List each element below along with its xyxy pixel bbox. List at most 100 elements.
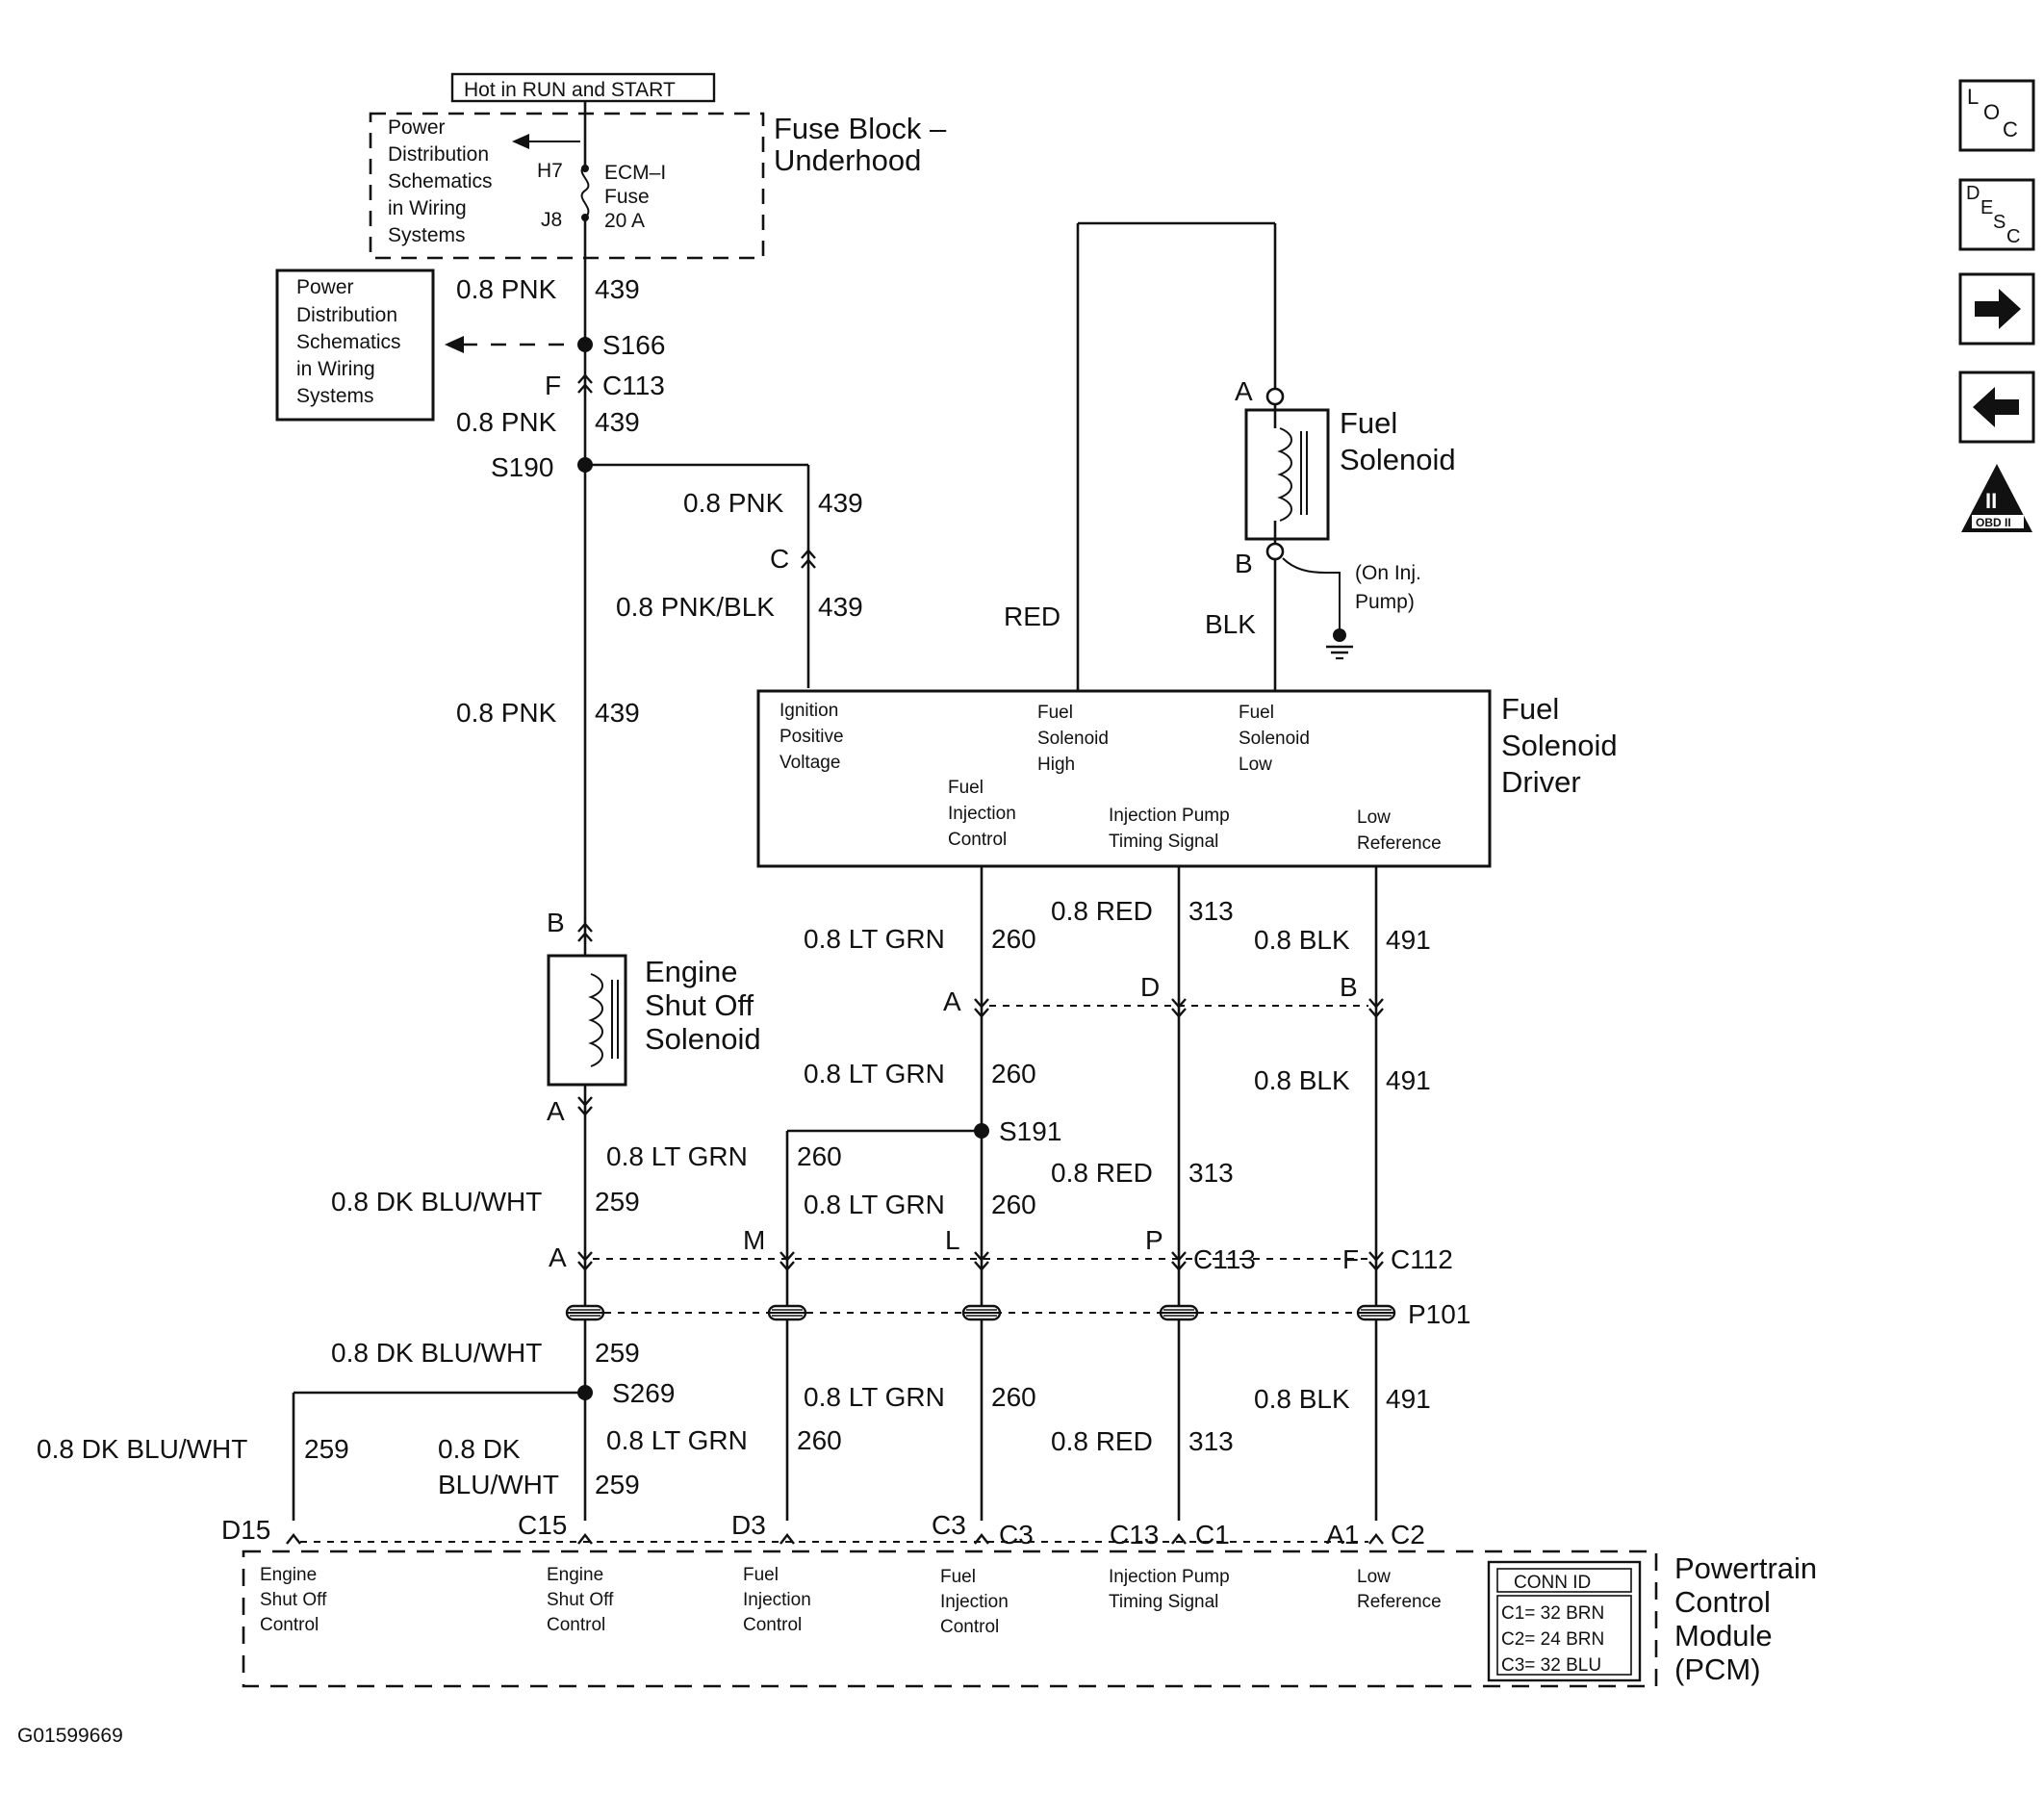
- svg-text:0.8 LT GRN: 0.8 LT GRN: [804, 924, 945, 954]
- svg-text:C13: C13: [1110, 1520, 1159, 1550]
- wire-label-red: RED: [1004, 602, 1060, 631]
- svg-text:20 A: 20 A: [604, 210, 645, 232]
- svg-text:Power: Power: [388, 116, 446, 139]
- svg-text:Shut Off: Shut Off: [547, 1590, 614, 1610]
- svg-text:S166: S166: [602, 330, 665, 360]
- svg-text:0.8 BLK: 0.8 BLK: [1254, 1065, 1350, 1095]
- svg-text:Injection: Injection: [743, 1590, 811, 1610]
- connector-f: F: [545, 371, 561, 400]
- svg-text:D15: D15: [221, 1515, 270, 1545]
- previous-page-button[interactable]: [1958, 371, 2035, 444]
- svg-text:C3= 32 BLU: C3= 32 BLU: [1501, 1655, 1601, 1676]
- svg-text:0.8 DK BLU/WHT: 0.8 DK BLU/WHT: [331, 1338, 542, 1368]
- svg-text:OBD II: OBD II: [1976, 516, 2011, 529]
- coil-icon: [588, 973, 603, 1067]
- svg-text:Reference: Reference: [1357, 833, 1442, 854]
- svg-text:C2= 24 BRN: C2= 24 BRN: [1501, 1629, 1604, 1650]
- svg-text:E: E: [1980, 197, 1993, 218]
- svg-text:Fuel: Fuel: [743, 1565, 779, 1585]
- connector-c: C: [770, 544, 789, 574]
- svg-text:Power: Power: [296, 276, 354, 298]
- svg-text:Engine: Engine: [547, 1565, 603, 1585]
- svg-text:Fuel: Fuel: [948, 778, 984, 798]
- connector-p101: P101: [1408, 1299, 1470, 1329]
- connector-c112: C112: [1391, 1244, 1453, 1274]
- svg-text:Fuel: Fuel: [940, 1567, 976, 1587]
- ground-icon: [1326, 628, 1353, 660]
- svg-text:Schematics: Schematics: [388, 170, 493, 192]
- svg-text:C15: C15: [518, 1510, 567, 1540]
- svg-text:0.8 PNK: 0.8 PNK: [456, 407, 557, 437]
- svg-text:260: 260: [991, 924, 1036, 954]
- svg-text:Driver: Driver: [1501, 765, 1581, 799]
- svg-text:in Wiring: in Wiring: [296, 358, 375, 380]
- circuit-439: 439: [595, 274, 640, 304]
- fuel-solenoid-pin-b: B: [1235, 549, 1253, 578]
- svg-text:Control: Control: [940, 1617, 999, 1637]
- svg-text:C1: C1: [1195, 1520, 1230, 1550]
- svg-text:0.8 LT GRN: 0.8 LT GRN: [606, 1141, 748, 1171]
- svg-text:C1= 32 BRN: C1= 32 BRN: [1501, 1603, 1604, 1624]
- svg-text:O: O: [1983, 100, 2000, 124]
- svg-text:Low: Low: [1357, 1567, 1391, 1587]
- svg-text:260: 260: [797, 1141, 842, 1171]
- power-distribution-box: Power Distribution Schematics in Wiring …: [275, 269, 435, 422]
- connector-b: B: [547, 908, 565, 937]
- svg-text:439: 439: [818, 488, 863, 518]
- svg-text:D: D: [1966, 183, 1980, 204]
- svg-text:A1: A1: [1326, 1520, 1359, 1550]
- svg-text:Positive: Positive: [779, 727, 844, 747]
- svg-text:S269: S269: [612, 1378, 675, 1408]
- description-button[interactable]: D E S C: [1958, 178, 2035, 251]
- svg-text:0.8 BLK: 0.8 BLK: [1254, 925, 1350, 955]
- svg-text:491: 491: [1386, 1384, 1431, 1414]
- svg-text:Reference: Reference: [1357, 1592, 1442, 1612]
- connector-c113: C113: [602, 371, 665, 400]
- svg-text:0.8 PNK: 0.8 PNK: [683, 488, 784, 518]
- svg-text:Injection Pump: Injection Pump: [1109, 1567, 1230, 1587]
- svg-text:259: 259: [595, 1338, 640, 1368]
- svg-text:439: 439: [595, 407, 640, 437]
- fuse-terminal-h7: H7: [537, 160, 563, 182]
- svg-text:Distribution: Distribution: [388, 143, 489, 166]
- fuse-name: ECM–I: [604, 162, 666, 184]
- svg-text:0.8 PNK/BLK: 0.8 PNK/BLK: [616, 592, 775, 622]
- location-button[interactable]: L O C: [1958, 79, 2035, 152]
- svg-text:M: M: [743, 1225, 765, 1255]
- svg-text:Control: Control: [260, 1615, 319, 1635]
- svg-text:491: 491: [1386, 1065, 1431, 1095]
- conn-id-table: CONN ID C1= 32 BRN C2= 24 BRN C3= 32 BLU: [1487, 1560, 1642, 1682]
- pcm-module: Engine Shut Off Control Engine Shut Off …: [242, 1550, 1658, 1688]
- svg-text:Shut Off: Shut Off: [645, 988, 754, 1022]
- svg-text:0.8 RED: 0.8 RED: [1051, 896, 1153, 926]
- svg-text:A: A: [549, 1242, 567, 1272]
- svg-text:D: D: [1140, 972, 1160, 1002]
- fuse-terminal-j8: J8: [541, 209, 562, 231]
- arrow-left-icon: [1973, 387, 2019, 427]
- svg-text:Injection: Injection: [940, 1592, 1009, 1612]
- next-page-button[interactable]: [1958, 272, 2035, 346]
- svg-text:Control: Control: [1674, 1585, 1771, 1619]
- svg-text:Engine: Engine: [645, 955, 738, 988]
- svg-text:II: II: [1985, 489, 1997, 513]
- svg-text:259: 259: [595, 1470, 640, 1499]
- svg-text:L: L: [1967, 85, 1979, 109]
- splice-s166: [577, 337, 593, 352]
- fuel-solenoid-driver: Ignition Positive Voltage Fuel Solenoid …: [756, 689, 1492, 868]
- svg-text:0.8 DK BLU/WHT: 0.8 DK BLU/WHT: [331, 1187, 542, 1217]
- svg-text:260: 260: [991, 1382, 1036, 1412]
- svg-text:(PCM): (PCM): [1674, 1652, 1761, 1686]
- svg-text:0.8 LT GRN: 0.8 LT GRN: [804, 1382, 945, 1412]
- hot-label: Hot in RUN and START: [464, 79, 676, 101]
- svg-text:F: F: [1342, 1244, 1359, 1274]
- svg-text:C3: C3: [932, 1510, 966, 1540]
- svg-text:Injection: Injection: [948, 804, 1016, 824]
- wire-label-pnk: 0.8 PNK: [456, 274, 557, 304]
- svg-text:C: C: [2003, 117, 2018, 141]
- ground-note: (On Inj.: [1355, 562, 1421, 584]
- arrow-left-icon: [512, 134, 529, 149]
- hot-in-run-start-box: Hot in RUN and START: [450, 72, 716, 103]
- svg-text:313: 313: [1188, 896, 1234, 926]
- obd-ii-button[interactable]: II OBD II: [1961, 464, 2032, 532]
- svg-text:0.8 RED: 0.8 RED: [1051, 1426, 1153, 1456]
